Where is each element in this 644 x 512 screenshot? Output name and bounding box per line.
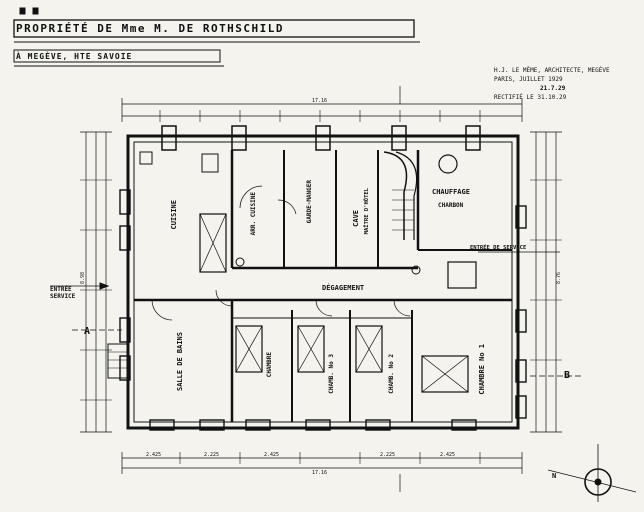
architect-note: H.J. LE MÊME, ARCHITECTE, MEGÈVE PARIS, …: [494, 66, 610, 102]
dim-bottom-4: 2.225: [380, 452, 396, 458]
room-label-cave: CAVE: [352, 210, 360, 227]
room-label-chambre-3: CHAMB. No 3: [328, 354, 335, 394]
room-label-chauffage: CHAUFFAGE: [432, 188, 470, 196]
section-marker-b: B: [564, 370, 571, 381]
section-markers: [50, 251, 584, 377]
room-label-chambre: CHAMBRE: [266, 352, 273, 378]
dim-bottom-1: 2.425: [146, 452, 162, 458]
room-label-chambre-1: CHAMBRE No 1: [478, 344, 486, 395]
page-title: PROPRIÉTÉ DE Mme M. DE ROTHSCHILD: [16, 22, 285, 35]
room-label-maitre-hotel: MAÎTRE D'HÔTEL: [364, 188, 370, 235]
room-label-degagement: DÉGAGEMENT: [322, 284, 365, 292]
service-word: SERVICE: [50, 293, 76, 300]
title-frame: [13, 7, 420, 67]
room-label-cuisine: CUISINE: [170, 200, 178, 230]
revision-line: RECTIFIÉ LE 31.10.29: [494, 94, 567, 101]
room-label-salle-bain: SALLE DE BAINS: [176, 332, 184, 392]
entrance-word: ENTRÉE: [50, 286, 72, 293]
dim-overall-top: 17.16: [312, 98, 328, 104]
room-label-arriere-cuisine: ARR. CUISINE: [250, 192, 257, 236]
dim-bottom-2: 2.225: [204, 452, 220, 458]
room-label-chambre-2: CHAMB. No 2: [388, 354, 395, 394]
dim-bottom-5: 2.425: [440, 452, 456, 458]
walls: [107, 125, 527, 431]
dim-left-total: 8.98: [80, 272, 86, 285]
date-short: 21.7.29: [540, 85, 566, 92]
section-marker-a: A: [84, 326, 91, 337]
entrance-label-right: ENTRÉE DE SERVICE: [470, 245, 527, 251]
architect-line: H.J. LE MÊME, ARCHITECTE, MEGÈVE: [494, 67, 610, 74]
dim-right-total: 8.76: [556, 272, 562, 285]
dimension-lines: [80, 86, 562, 492]
dim-bottom-3: 2.425: [264, 452, 280, 458]
entrance-label-left: ENTRÉE SERVICE: [50, 286, 75, 300]
dim-overall-bottom: 17.16: [312, 470, 328, 476]
compass-rose: [547, 444, 637, 502]
room-label-charbon: CHARBON: [438, 202, 464, 209]
date-line: PARIS, JUILLET 1929: [494, 76, 563, 83]
north-label: N: [552, 472, 557, 480]
room-label-garde-manger: GARDE-MANGER: [306, 180, 313, 224]
page-subtitle: À MEGÈVE, HTE SAVOIE: [16, 52, 133, 61]
